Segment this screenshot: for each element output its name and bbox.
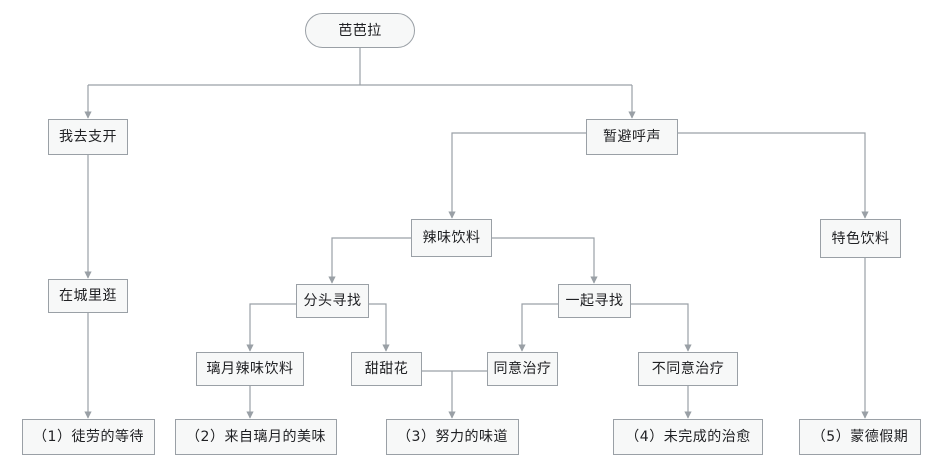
node-ending-2[interactable]: （2）来自璃月的美味 [175, 419, 337, 455]
node-zanbi-husheng[interactable]: 暂避呼声 [586, 119, 678, 155]
node-ending-2-label: （2）来自璃月的美味 [186, 429, 326, 445]
node-ending-5-label: （5）蒙德假期 [811, 429, 909, 445]
node-liyue-lawei-yinliao[interactable]: 璃月辣味饮料 [196, 352, 304, 386]
node-tiantianhua[interactable]: 甜甜花 [351, 352, 422, 386]
node-ending-4[interactable]: （4）未完成的治愈 [613, 419, 763, 455]
edge-lawei-to-fentou [328, 237, 411, 284]
node-ending-3[interactable]: （3）努力的味道 [386, 419, 519, 455]
node-lawei-yinliao[interactable]: 辣味饮料 [411, 219, 492, 257]
node-tongyi-zhiliao[interactable]: 同意治疗 [487, 352, 558, 386]
node-yiqi-xunzhao[interactable]: 一起寻找 [558, 284, 631, 318]
node-ending-1[interactable]: （1）徒劳的等待 [22, 419, 155, 455]
edge-fentou-to-tiantian [369, 303, 390, 352]
node-tiantianhua-label: 甜甜花 [364, 361, 409, 377]
node-ending-5[interactable]: （5）蒙德假期 [799, 419, 921, 455]
node-fentou-xunzhao[interactable]: 分头寻找 [296, 284, 369, 318]
node-zai-chengli-guang[interactable]: 在城里逛 [48, 279, 128, 313]
edge-fentou-to-liyue [246, 303, 296, 352]
node-wo-qu-zhikai-label: 我去支开 [59, 129, 117, 145]
node-lawei-yinliao-label: 辣味饮料 [422, 230, 481, 246]
node-tongyi-zhiliao-label: 同意治疗 [493, 361, 552, 377]
node-butongyi-zhiliao[interactable]: 不同意治疗 [638, 352, 738, 386]
node-liyue-lawei-yinliao-label: 璃月辣味饮料 [206, 361, 294, 377]
node-wo-qu-zhikai[interactable]: 我去支开 [48, 119, 128, 155]
node-butongyi-zhiliao-label: 不同意治疗 [651, 361, 725, 377]
edge-lawei-to-yiqi [492, 237, 598, 284]
node-zanbi-husheng-label: 暂避呼声 [603, 129, 661, 145]
edge-yiqi-to-tongyi [518, 303, 558, 352]
edge-yiqi-to-butongyi [631, 303, 692, 352]
node-fentou-xunzhao-label: 分头寻找 [303, 293, 362, 309]
node-ending-1-label: （1）徒劳的等待 [33, 429, 144, 445]
node-root[interactable]: 芭芭拉 [305, 13, 415, 48]
node-ending-4-label: （4）未完成的治愈 [625, 429, 751, 445]
node-yiqi-xunzhao-label: 一起寻找 [565, 293, 624, 309]
node-root-label: 芭芭拉 [338, 22, 382, 39]
node-tese-yinliao[interactable]: 特色饮料 [820, 219, 901, 258]
edge-zanbi-to-tese [678, 132, 869, 219]
node-tese-yinliao-label: 特色饮料 [831, 230, 890, 247]
node-ending-3-label: （3）努力的味道 [397, 429, 508, 445]
edge-zanbi-to-lawei [448, 132, 586, 219]
node-zai-chengli-guang-label: 在城里逛 [59, 288, 117, 304]
